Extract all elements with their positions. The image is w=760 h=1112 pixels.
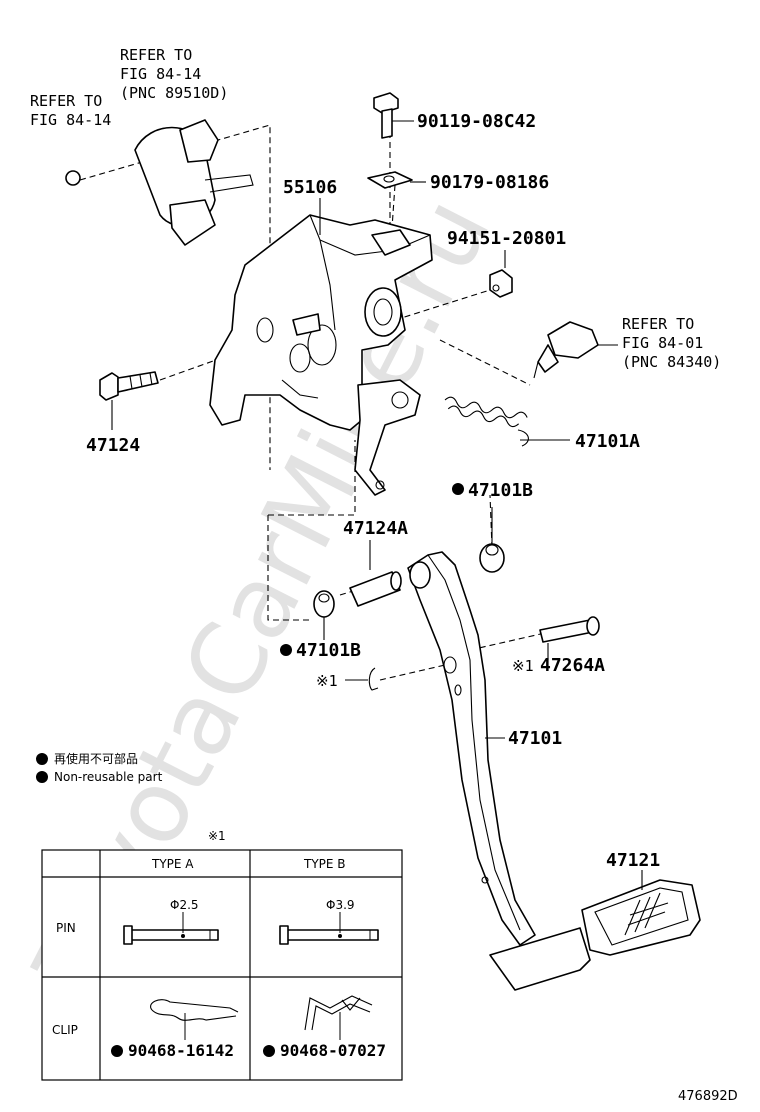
non-reusable-marker: [452, 483, 464, 495]
clip-part: [368, 667, 379, 691]
table-header-type-a: TYPE A: [151, 857, 194, 871]
return-spring: [444, 396, 529, 447]
pedal-pad: [581, 879, 701, 956]
clip-type-b-part-number: 90468-07027: [280, 1041, 386, 1060]
pin-type-b-diameter: Φ3.9: [326, 898, 355, 912]
non-reusable-marker: [263, 1045, 275, 1057]
clip-reference-mark: ※1: [316, 672, 338, 690]
table-row-pin: PIN: [56, 921, 76, 935]
ref-upper-line1: REFER TO: [120, 46, 192, 64]
part-number-94151-20801: 94151-20801: [447, 228, 566, 249]
pedal-bracket: [209, 214, 433, 496]
pin-type-b-drawing: [279, 912, 379, 945]
stop-light-switch: [533, 321, 599, 379]
table-note: ※1: [208, 829, 226, 843]
table-header-type-b: TYPE B: [303, 857, 346, 871]
part-number-47121: 47121: [606, 850, 660, 871]
non-reusable-marker: [280, 644, 292, 656]
legend-bullet-jp: [36, 753, 48, 765]
type-table: [41, 849, 403, 1081]
bolt-47124: [99, 371, 159, 401]
part-number-47101B-right: 47101B: [468, 480, 533, 501]
clip-type-a-part-number: 90468-16142: [128, 1041, 234, 1060]
ref-right-line1: REFER TO: [622, 315, 694, 333]
collar-47124A: [349, 571, 402, 607]
pin-47264A: [539, 616, 600, 643]
legend-jp: 再使用不可部品: [54, 751, 138, 766]
legend-en: Non-reusable part: [54, 770, 163, 784]
ref-left-line1: REFER TO: [30, 92, 102, 110]
clip-type-b-drawing: [304, 995, 373, 1040]
pin-type-a-drawing: [123, 912, 219, 945]
non-reusable-marker: [111, 1045, 123, 1057]
ref-left-line2: FIG 84-14: [30, 111, 111, 129]
part-number-47101B-left: 47101B: [296, 640, 361, 661]
ref-right-line2: FIG 84-01: [622, 334, 703, 352]
legend-bullet-en: [36, 771, 48, 783]
part-number-90119-08C42: 90119-08C42: [417, 111, 536, 132]
brake-pedal-arm: [407, 551, 591, 991]
part-number-90179-08186: 90179-08186: [430, 172, 549, 193]
figure-id: 476892D: [678, 1089, 738, 1104]
table-row-clip: CLIP: [52, 1023, 78, 1037]
nut-90179-08186: [367, 171, 413, 189]
clip-type-a-drawing: [150, 999, 239, 1040]
bolt-90119-08C42: [373, 92, 399, 139]
part-number-55106: 55106: [283, 177, 337, 198]
part-number-47124A: 47124A: [343, 518, 408, 539]
ref-upper-line2: FIG 84-14: [120, 65, 201, 83]
bushing-47101B-right: [479, 543, 505, 573]
pin-reference-mark: ※1: [512, 657, 534, 675]
bushing-47101B-left: [313, 590, 335, 618]
part-number-47101: 47101: [508, 728, 562, 749]
leader-lines: [111, 120, 643, 890]
cushion-94151-20801: [489, 269, 513, 298]
part-number-47264A: 47264A: [540, 655, 605, 676]
pin-type-a-diameter: Φ2.5: [170, 898, 199, 912]
ref-upper-line3: (PNC 89510D): [120, 84, 228, 102]
ref-right-line3: (PNC 84340): [622, 353, 721, 371]
pedal-position-sensor: [65, 119, 254, 246]
part-number-47124: 47124: [86, 435, 140, 456]
part-number-47101A: 47101A: [575, 431, 640, 452]
